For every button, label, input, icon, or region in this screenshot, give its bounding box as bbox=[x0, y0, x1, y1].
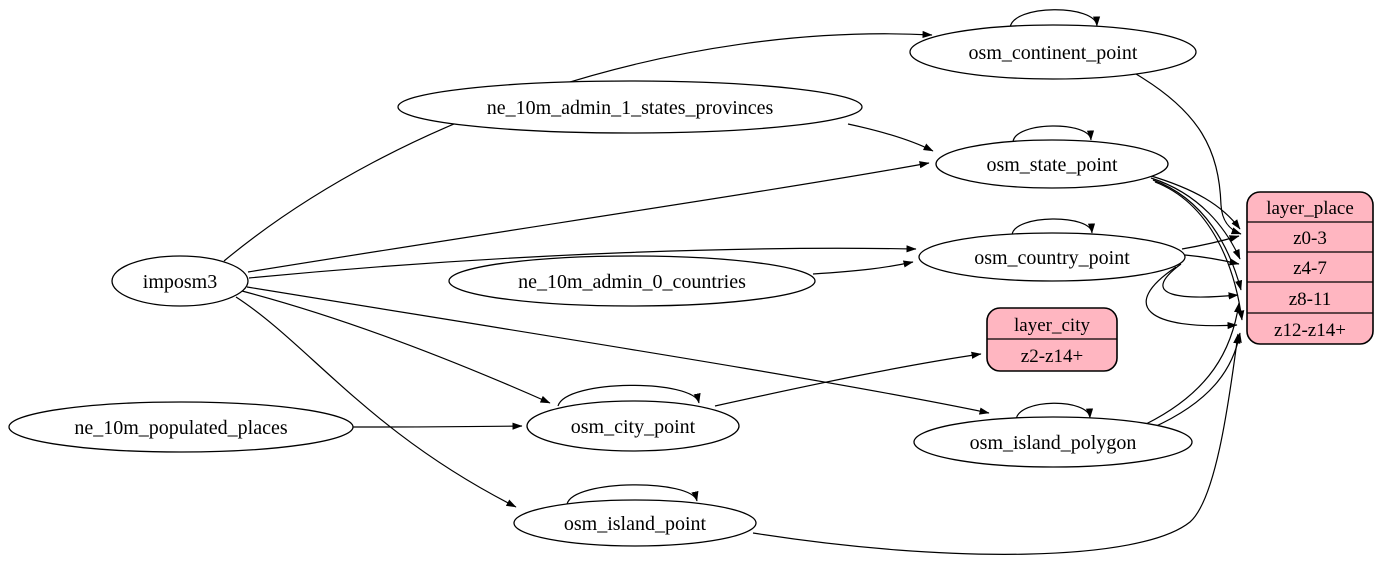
edge-osm-country-point-to-z4-7 bbox=[1184, 254, 1240, 266]
node-ne-10m-admin-0-countries: ne_10m_admin_0_countries bbox=[448, 255, 816, 307]
edge-selfloop-osm-island-polygon bbox=[1015, 402, 1094, 421]
layer-place-row-z12-z14: z12-z14+ bbox=[1274, 320, 1346, 341]
record-layer-city: layer_city z2-z14+ bbox=[986, 307, 1118, 372]
record-layer-place: layer_place z0-3 z4-7 z8-11 z12-z14+ bbox=[1246, 191, 1374, 345]
osm-continent-point-ellipse bbox=[909, 24, 1197, 80]
edge-osm-country-point-to-z0-3 bbox=[1181, 235, 1240, 250]
edge-imposm3-to-osm-continent-point bbox=[223, 30, 933, 262]
osm-island-polygon-ellipse bbox=[913, 416, 1193, 468]
edge-osm-state-point-to-z4-7 bbox=[1150, 177, 1241, 260]
imposm3-label: imposm3 bbox=[143, 271, 217, 293]
edge-osm-city-point-to-layer-city-z2 bbox=[714, 351, 982, 407]
ne-10m-admin-1-states-provinces-label: ne_10m_admin_1_states_provinces bbox=[487, 97, 774, 119]
node-ne-10m-populated-places: ne_10m_populated_places bbox=[8, 401, 354, 453]
osm-island-point-ellipse bbox=[513, 499, 757, 547]
node-osm-city-point: osm_city_point bbox=[526, 400, 740, 452]
layer-place-title: layer_place bbox=[1266, 198, 1354, 219]
edge-selfloop-osm-state-point bbox=[1012, 125, 1095, 143]
edges-group bbox=[223, 9, 1245, 555]
edge-ne-10m-populated-places-to-osm-city-point bbox=[352, 422, 523, 430]
node-imposm3: imposm3 bbox=[111, 255, 249, 307]
ne-10m-admin-0-countries-ellipse bbox=[448, 255, 816, 307]
edge-imposm3-to-osm-state-point bbox=[247, 161, 930, 273]
osm-country-point-label: osm_country_point bbox=[974, 247, 1130, 269]
edge-selfloop-osm-city-point bbox=[557, 384, 701, 407]
ne-10m-populated-places-label: ne_10m_populated_places bbox=[74, 417, 287, 439]
node-osm-state-point: osm_state_point bbox=[935, 139, 1169, 189]
edge-osm-state-point-to-z8-11 bbox=[1152, 179, 1243, 291]
edge-selfloop-osm-continent-point bbox=[1009, 9, 1101, 29]
layer-city-row-z2-z14: z2-z14+ bbox=[1021, 346, 1083, 367]
edge-imposm3-to-osm-island-point bbox=[235, 296, 517, 508]
nodes-group: imposm3 ne_10m_populated_places ne_10m_a… bbox=[8, 24, 1197, 547]
edge-osm-continent-point-to-z0-3 bbox=[1135, 73, 1242, 235]
layer-city-title: layer_city bbox=[1014, 315, 1090, 336]
layer-place-row-z0-3: z0-3 bbox=[1293, 228, 1327, 249]
edge-imposm3-to-osm-city-point bbox=[241, 290, 551, 404]
ne-10m-admin-0-countries-label: ne_10m_admin_0_countries bbox=[518, 271, 746, 293]
layer-place-row-z4-7: z4-7 bbox=[1293, 258, 1327, 279]
edge-imposm3-to-osm-island-polygon bbox=[246, 286, 990, 415]
edge-selfloop-osm-island-point bbox=[566, 484, 699, 505]
osm-island-polygon-label: osm_island_polygon bbox=[970, 432, 1137, 454]
edge-osm-country-point-to-z12-z14 bbox=[1145, 266, 1238, 330]
imposm3-ellipse bbox=[111, 255, 249, 307]
edge-selfloop-osm-country-point bbox=[1011, 218, 1096, 236]
edge-osm-state-point-to-z12-z14 bbox=[1154, 181, 1245, 321]
edge-osm-state-point-to-z0-3 bbox=[1147, 174, 1241, 230]
osm-state-point-ellipse bbox=[935, 139, 1169, 189]
node-osm-continent-point: osm_continent_point bbox=[909, 24, 1197, 80]
ne-10m-admin-1-states-provinces-ellipse bbox=[397, 80, 863, 134]
osm-city-point-ellipse bbox=[526, 400, 740, 452]
node-osm-island-point: osm_island_point bbox=[513, 499, 757, 547]
node-osm-island-polygon: osm_island_polygon bbox=[913, 416, 1193, 468]
edge-ne-10m-admin-0-countries-to-osm-country-point bbox=[812, 260, 914, 275]
osm-city-point-label: osm_city_point bbox=[571, 416, 696, 438]
osm-continent-point-label: osm_continent_point bbox=[969, 42, 1138, 64]
layer-place-row-z8-11: z8-11 bbox=[1289, 289, 1332, 310]
layer-place-box bbox=[1246, 191, 1374, 345]
edge-imposm3-to-osm-country-point bbox=[248, 245, 917, 279]
node-osm-country-point: osm_country_point bbox=[918, 232, 1186, 282]
ne-10m-populated-places-ellipse bbox=[8, 401, 354, 453]
osm-state-point-label: osm_state_point bbox=[986, 154, 1118, 176]
edge-ne-10m-admin-1-states-provinces-to-osm-state-point bbox=[847, 123, 934, 152]
osm-island-point-label: osm_island_point bbox=[564, 513, 707, 535]
edge-osm-island-polygon-to-z8-11 bbox=[1145, 302, 1242, 425]
edge-osm-country-point-to-z8-11 bbox=[1162, 263, 1239, 300]
node-ne-10m-admin-1-states-provinces: ne_10m_admin_1_states_provinces bbox=[397, 80, 863, 134]
edge-osm-island-point-to-z12-z14 bbox=[752, 333, 1241, 555]
osm-country-point-ellipse bbox=[918, 232, 1186, 282]
